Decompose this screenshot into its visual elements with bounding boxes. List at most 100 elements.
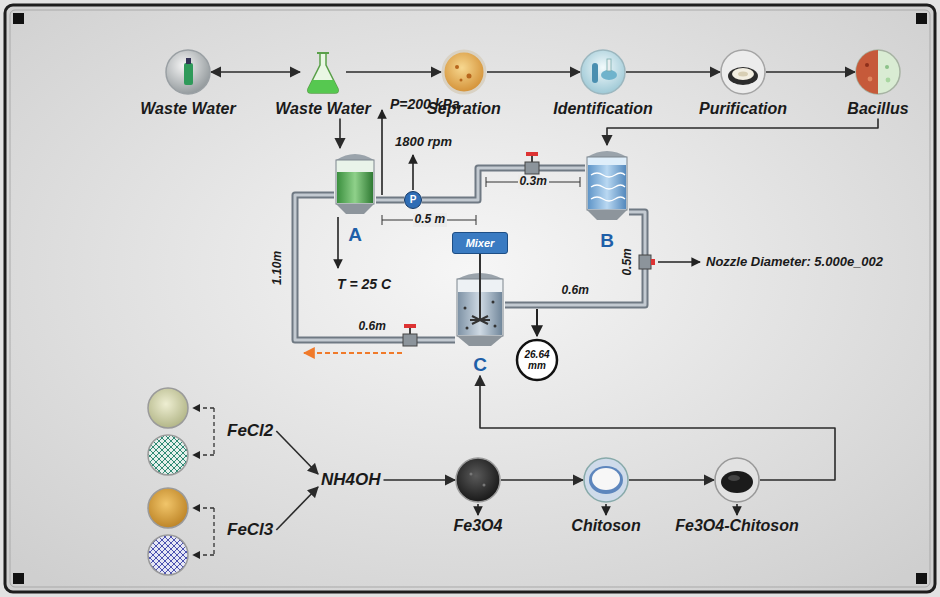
process-circle-art (592, 63, 598, 83)
indicator-arrow (338, 110, 737, 515)
material-circle: Fe3O4-Chitoson (714, 457, 760, 503)
material-circle-art (589, 466, 623, 494)
dimension-label: 1800 rpm (395, 135, 452, 150)
dimension-label: T = 25 C (337, 276, 391, 292)
process-circle-art (885, 65, 889, 69)
mixer-box: Mixer (452, 232, 508, 254)
indicator-arrow (658, 261, 700, 263)
flask-icon-art (308, 53, 338, 93)
dashed-bracket (193, 454, 214, 455)
corner-mark (13, 13, 927, 584)
material-circle-art (455, 457, 501, 503)
tank-art (588, 165, 626, 209)
material-circle-art (592, 468, 620, 490)
valve-symbol (403, 334, 417, 346)
corner-mark (13, 13, 24, 24)
tank-art (591, 173, 625, 201)
process-circle: Bacillus (855, 49, 901, 95)
chemical-label: FeCl2 (224, 420, 276, 442)
dimension-circle-art (517, 340, 557, 380)
process-circle-art (738, 72, 748, 77)
valve-symbol (639, 255, 651, 269)
corner-mark (13, 573, 24, 584)
arrow-connector (276, 487, 318, 530)
node-label: Chitoson (571, 517, 640, 535)
reagent-sample (148, 535, 188, 575)
reagent-sample (148, 388, 188, 428)
arrow-connector (276, 431, 318, 474)
node-label: Purification (699, 100, 787, 118)
valve-symbol (651, 259, 655, 265)
reagent-sample (148, 435, 188, 475)
arrow-connector (346, 72, 441, 73)
node-label: A (348, 224, 362, 246)
dimension-label: P=200 kPa (390, 96, 460, 112)
material-circle-art (483, 484, 486, 487)
node-label: 26.64 mm (520, 349, 554, 371)
pipe-connector (505, 212, 645, 305)
indicator-arrow (536, 309, 538, 336)
dashed-bracket (193, 407, 214, 408)
arrow-connector (339, 118, 341, 148)
process-circle-art (607, 59, 611, 71)
node-label: P (410, 195, 417, 205)
process-circle-art (856, 50, 878, 94)
process-circle-art (728, 67, 758, 85)
dimension-label: 1.10m (271, 251, 285, 285)
pipe-connector (505, 212, 645, 305)
tank: B (585, 145, 629, 222)
tank: A (334, 148, 376, 216)
indicator-arrow (477, 504, 479, 515)
pipe-connector (505, 212, 645, 305)
process-circle-art (721, 50, 765, 94)
material-circle-art (728, 475, 740, 481)
tank-art (585, 145, 629, 222)
node-label: Waste Water (275, 100, 370, 118)
node-label: C (473, 354, 487, 376)
arrow-connector (384, 480, 456, 481)
node-label: Identification (553, 100, 653, 118)
chemical-label: FeCl3 (224, 519, 276, 541)
tank-art (337, 172, 373, 203)
tank-art (466, 327, 469, 330)
dimension-label: 0.3m (518, 175, 549, 189)
arrow-connector (384, 479, 456, 481)
process-circle-art (467, 74, 472, 79)
node-label: Mixer (466, 237, 495, 249)
tank-art (587, 210, 627, 220)
process-circle-art (865, 63, 869, 67)
flask-icon-art (300, 49, 346, 95)
valve-symbol (531, 155, 533, 162)
valve-symbol (526, 152, 538, 156)
process-circle-art (441, 49, 487, 95)
tank-art (334, 148, 376, 216)
material-circle-art (456, 458, 500, 502)
process-circle-art (855, 49, 901, 95)
tank-art (470, 316, 490, 324)
tank: C (455, 268, 505, 348)
indicator-arrow (605, 504, 607, 515)
dashed-bracket (193, 507, 214, 508)
arrow-connector (766, 72, 855, 73)
arrow-connector (626, 72, 720, 73)
outlet-arrow (304, 352, 402, 354)
arrow-connector (480, 376, 835, 480)
arrow-connector (346, 71, 441, 73)
mixer-shaft (479, 254, 481, 270)
arrow-connector (607, 118, 878, 145)
tank-art (587, 151, 627, 157)
tank-art (336, 204, 374, 214)
process-circle-art (460, 79, 463, 82)
arrow-connector (607, 118, 878, 145)
node-label: Waste Water (140, 100, 235, 118)
process-circle-art (868, 77, 873, 82)
tank-art (455, 268, 505, 348)
indicator-arrow (337, 217, 339, 268)
material-circle-art (583, 457, 629, 503)
indicator-arrow (736, 504, 738, 515)
dimension-label: 0.6m (359, 320, 386, 334)
arrow-connector (211, 72, 300, 73)
process-circle-art (856, 50, 900, 94)
